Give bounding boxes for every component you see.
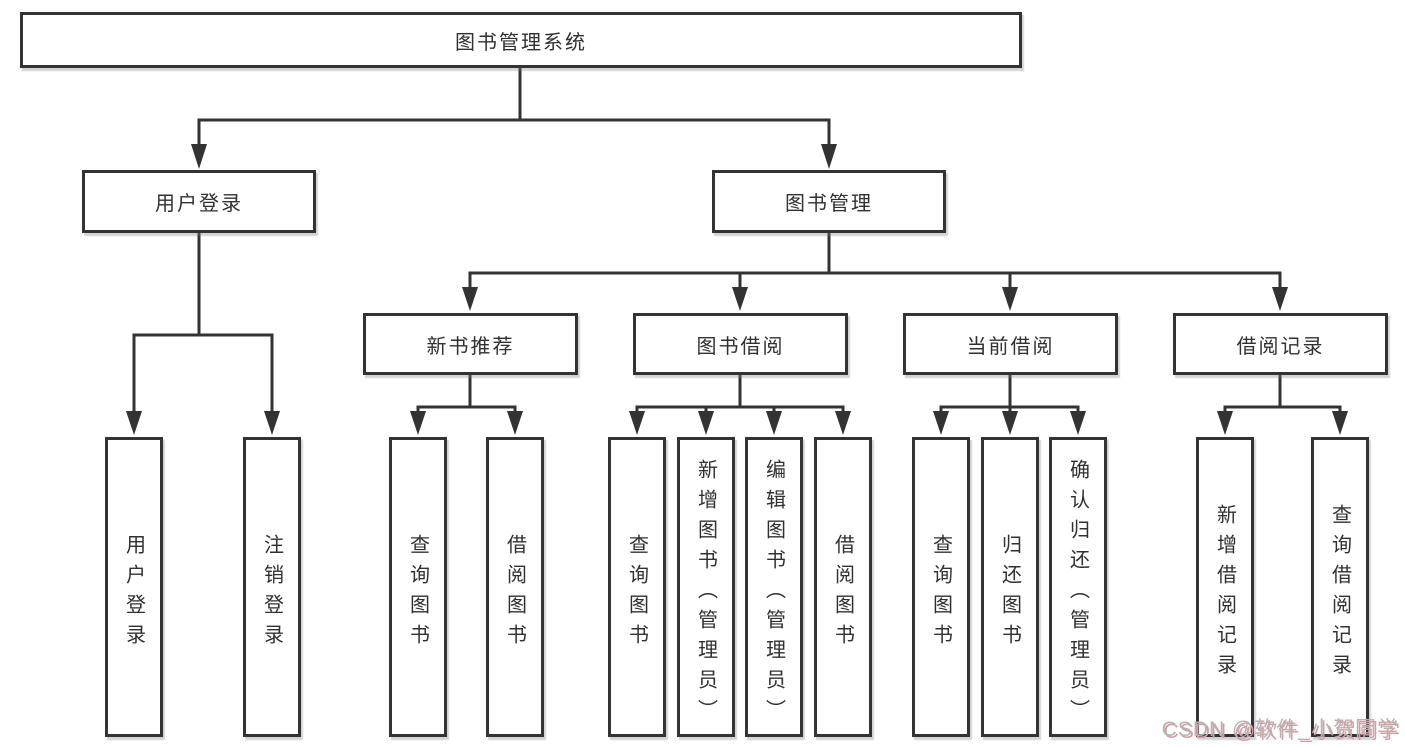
arrow-down-icon xyxy=(191,144,207,169)
node-leaf-confirm-return-admin: 确认归还（管理员） xyxy=(1049,437,1107,737)
arrow-down-icon xyxy=(1002,287,1018,311)
node-leaf-query-borrow-record: 查询借阅记录 xyxy=(1311,437,1369,737)
arrow-down-icon xyxy=(126,411,142,435)
arrow-down-icon xyxy=(1332,411,1348,435)
node-new-book-recommendation: 新书推荐 xyxy=(363,313,578,375)
node-leaf-borrow-books-recommend: 借阅图书 xyxy=(486,437,544,737)
node-leaf-add-books-admin: 新增图书（管理员） xyxy=(677,437,735,737)
arrow-down-icon xyxy=(462,287,478,311)
arrow-down-icon xyxy=(1217,411,1233,435)
node-current-borrowing: 当前借阅 xyxy=(903,313,1118,375)
connector-book-borrowing-to-leaves xyxy=(629,375,851,435)
connector-root-to-level2 xyxy=(191,68,837,169)
node-leaf-query-books-borrowing: 查询图书 xyxy=(608,437,666,737)
arrow-down-icon xyxy=(1002,411,1018,435)
arrow-down-icon xyxy=(732,287,748,311)
arrow-down-icon xyxy=(410,411,426,435)
connector-new-book-recommendation-to-leaves xyxy=(410,375,523,435)
arrow-down-icon xyxy=(835,411,851,435)
arrow-down-icon xyxy=(821,144,837,169)
arrow-down-icon xyxy=(933,411,949,435)
node-leaf-borrow-books-borrowing: 借阅图书 xyxy=(814,437,872,737)
node-leaf-logout: 注销登录 xyxy=(243,437,301,737)
arrow-down-icon xyxy=(766,411,782,435)
connector-user-login-to-leaves xyxy=(126,233,280,435)
node-leaf-edit-books-admin: 编辑图书（管理员） xyxy=(745,437,803,737)
node-book-management: 图书管理 xyxy=(712,170,946,233)
node-leaf-add-borrow-record: 新增借阅记录 xyxy=(1196,437,1254,737)
arrow-down-icon xyxy=(629,411,645,435)
node-leaf-user-login: 用户登录 xyxy=(105,437,163,737)
arrow-down-icon xyxy=(507,411,523,435)
node-leaf-query-books-recommend: 查询图书 xyxy=(389,437,447,737)
arrow-down-icon xyxy=(1070,411,1086,435)
node-borrowing-records: 借阅记录 xyxy=(1173,313,1388,375)
node-leaf-query-books-current: 查询图书 xyxy=(912,437,970,737)
node-leaf-return-books: 归还图书 xyxy=(981,437,1039,737)
arrow-down-icon xyxy=(1272,287,1288,311)
node-root: 图书管理系统 xyxy=(20,12,1022,68)
arrow-down-icon xyxy=(698,411,714,435)
node-book-borrowing: 图书借阅 xyxy=(633,313,848,375)
connector-book-management-to-level3 xyxy=(462,233,1288,311)
connector-current-borrowing-to-leaves xyxy=(933,375,1086,435)
node-user-login: 用户登录 xyxy=(82,170,316,233)
connector-borrowing-records-to-leaves xyxy=(1217,375,1348,435)
arrow-down-icon xyxy=(264,411,280,435)
